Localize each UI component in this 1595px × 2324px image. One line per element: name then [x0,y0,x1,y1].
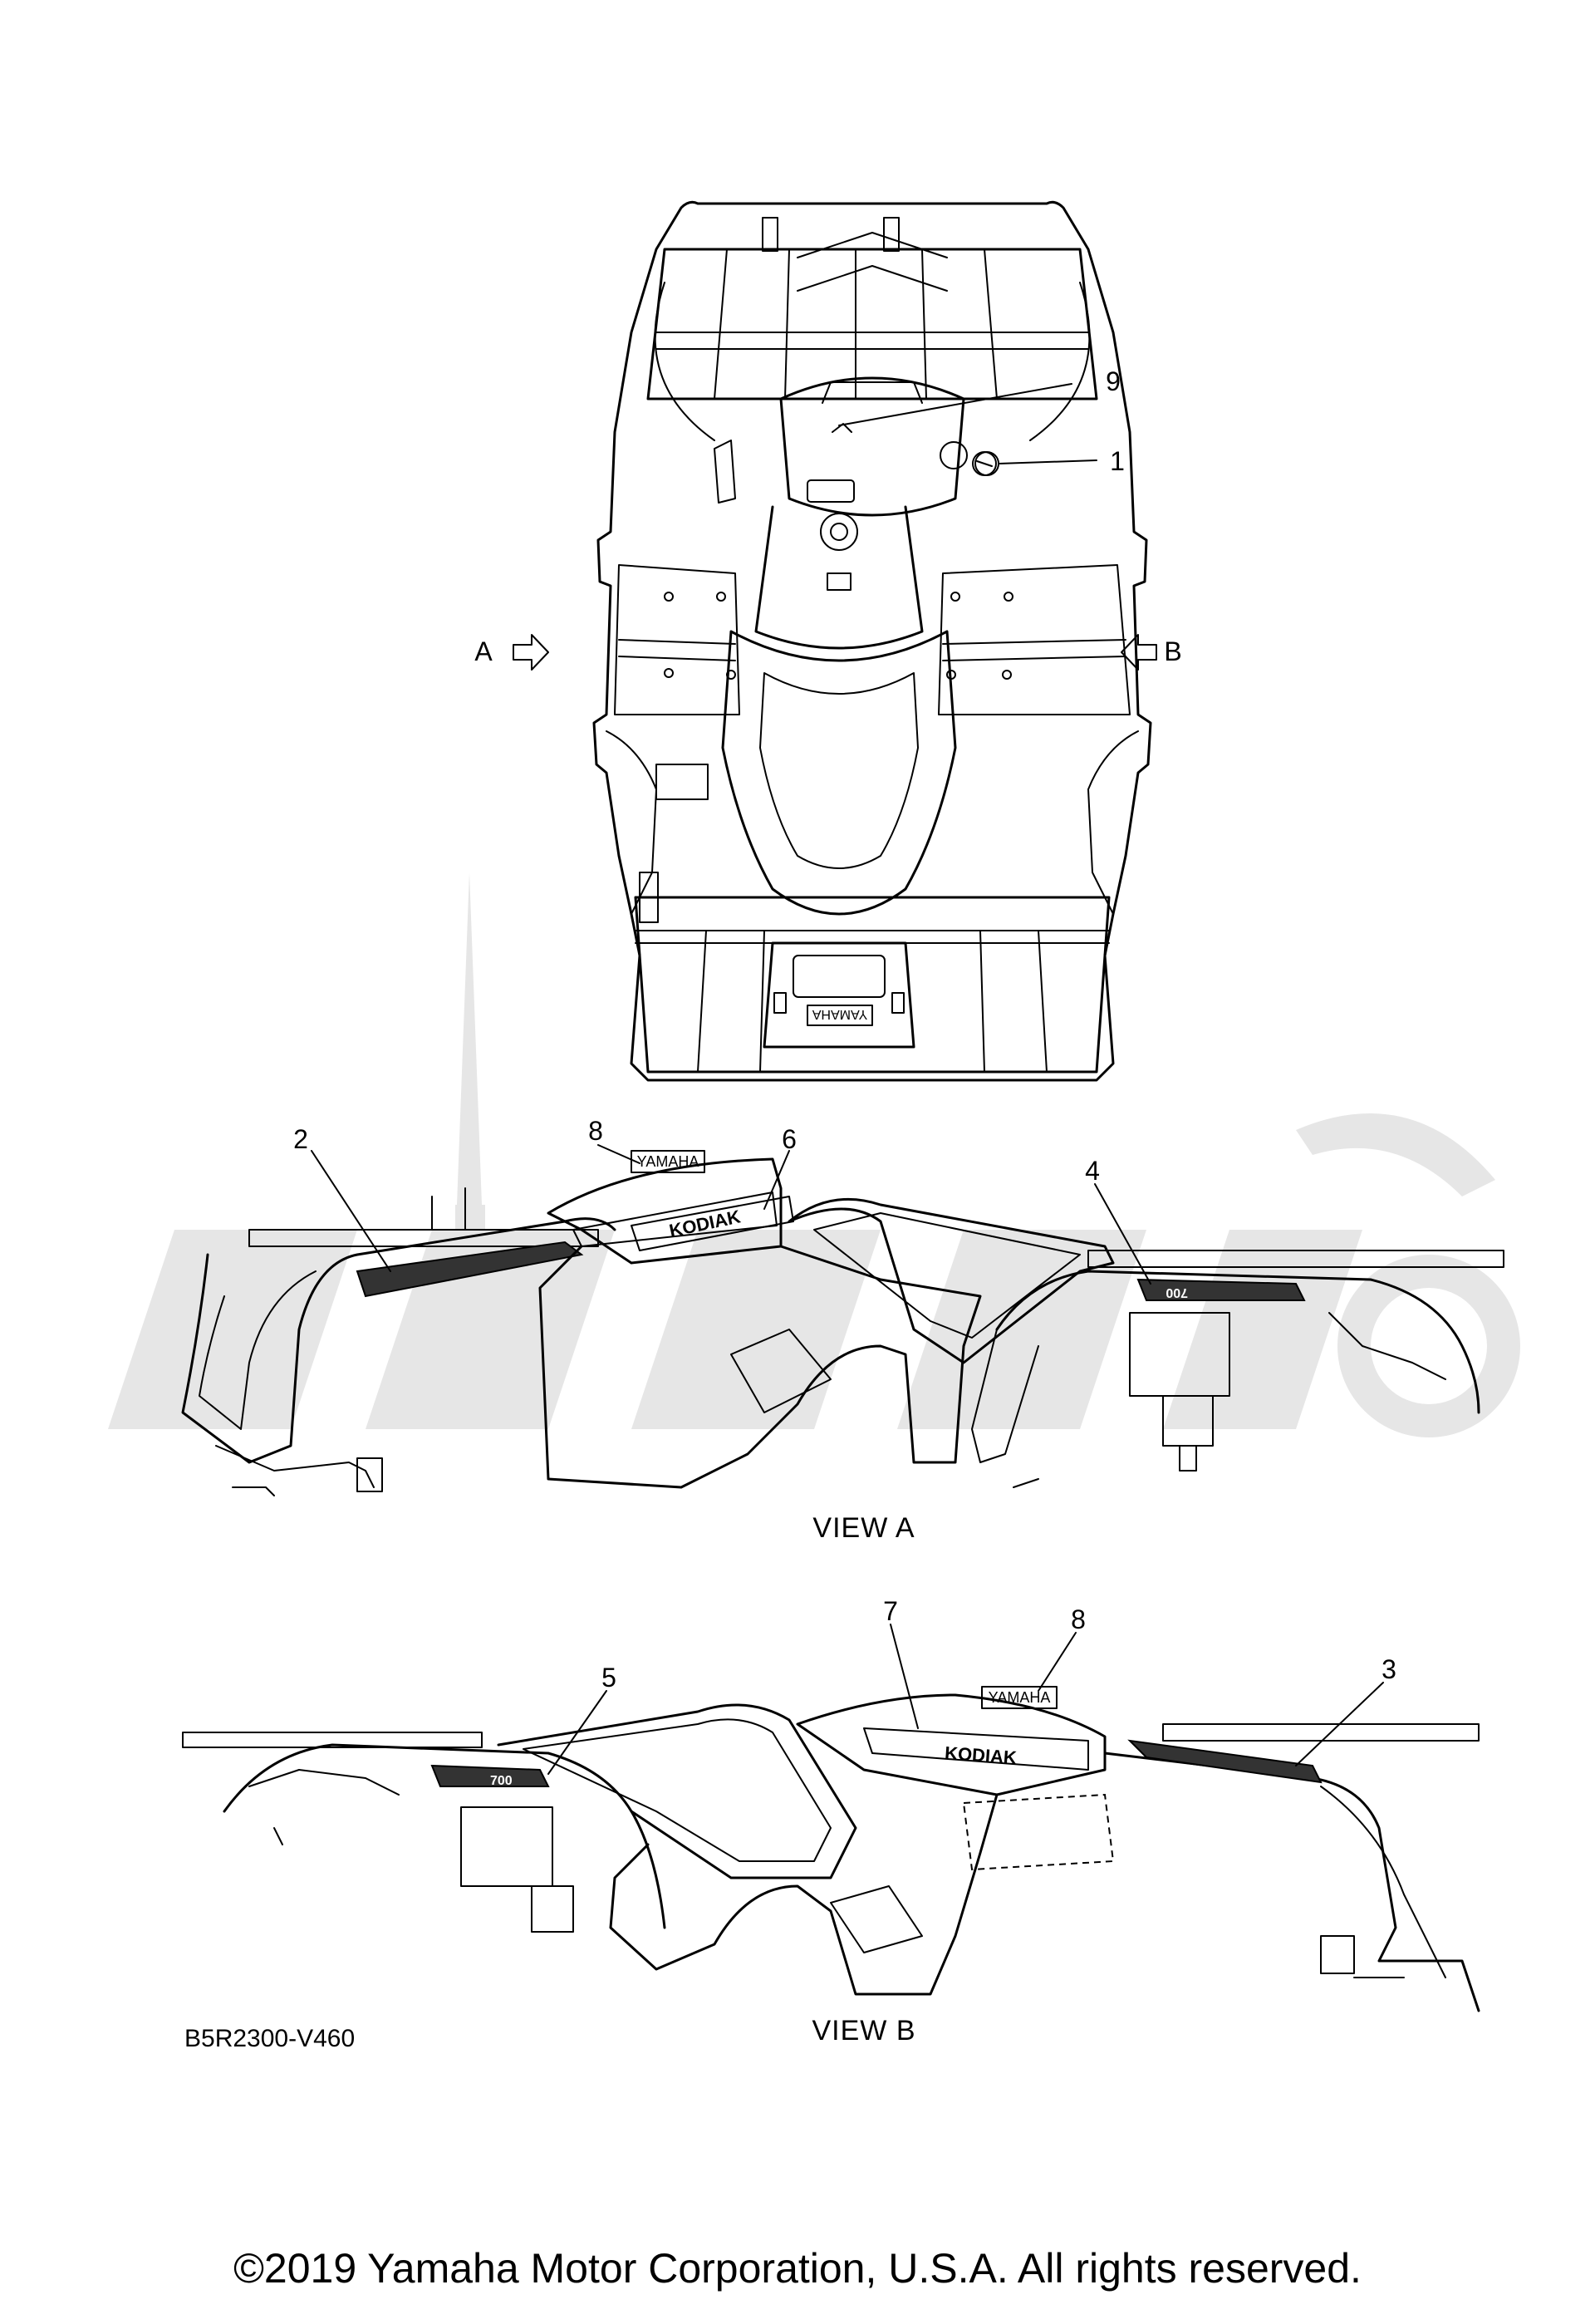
view-a-rear-decal: 700 [1166,1285,1188,1300]
rear-box-logo: YAMAHA [812,1007,867,1021]
copyright-notice: ©2019 Yamaha Motor Corporation, U.S.A. A… [233,2245,1362,2292]
arrow-left-icon [1121,634,1157,671]
callout-1: 1 [1110,446,1125,476]
callout-7: 7 [883,1596,898,1626]
view-b-brand-decal: YAMAHA [989,1689,1051,1706]
callout-8-view-b: 8 [1071,1604,1086,1634]
view-a-label: VIEW A [812,1512,915,1544]
arrow-right-icon [513,634,549,671]
callout-4: 4 [1085,1156,1100,1186]
atv-top-view: YAMAHA [592,200,1152,1082]
atv-right-side-view: 700 KODIAK YAMAHA [182,1686,1480,2012]
diagram-code: B5R2300-V460 [184,2025,355,2052]
arrow-b-label: B [1164,636,1181,666]
view-b-label: VIEW B [812,2015,915,2046]
view-a-brand-decal: YAMAHA [637,1153,699,1170]
arrow-a-label: A [474,636,493,666]
callout-8-view-a: 8 [588,1116,603,1146]
watermark-logo [108,872,1520,1437]
callout-5: 5 [601,1663,616,1693]
callout-3: 3 [1382,1654,1396,1684]
view-b-rear-decal: 700 [490,1774,513,1788]
view-b-model-decal: KODIAK [944,1742,1017,1768]
callout-2: 2 [293,1124,308,1154]
callout-9: 9 [1106,366,1121,396]
callout-6: 6 [782,1124,797,1154]
